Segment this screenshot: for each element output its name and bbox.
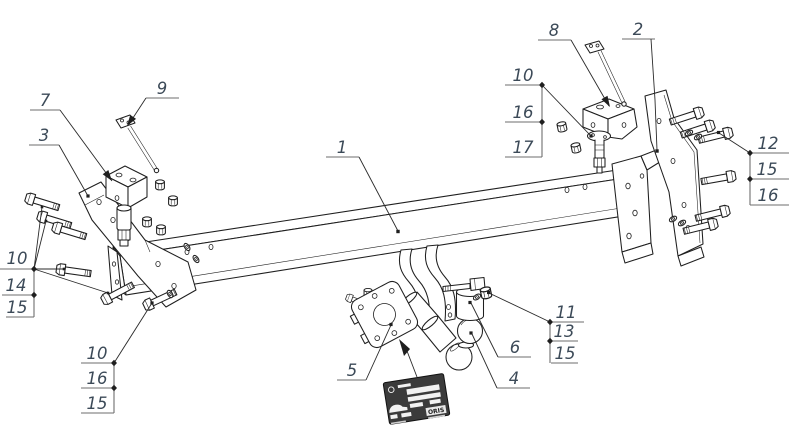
hex-nut <box>556 120 568 134</box>
callout-16-tr: 16 <box>513 103 534 122</box>
callout-11-rm: 11 <box>556 303 577 322</box>
callout-underlines <box>0 38 789 414</box>
flange-plate-5 <box>349 280 419 349</box>
callout-6: 6 <box>510 338 521 357</box>
hex-nut <box>142 216 152 228</box>
callout-16-bl: 16 <box>87 369 108 388</box>
callout-1: 1 <box>337 138 348 157</box>
callout-3: 3 <box>39 126 50 145</box>
leader-markers <box>31 81 753 392</box>
callout-5: 5 <box>347 361 358 380</box>
center-ball-assembly: ORIS <box>344 244 493 425</box>
drawing-layer: ORIS <box>23 40 737 425</box>
callout-7: 7 <box>40 91 51 110</box>
leader-lines <box>33 38 751 389</box>
callout-14-left: 14 <box>6 276 27 295</box>
callout-13-rm: 13 <box>554 322 575 341</box>
stabilizer-rod-8 <box>584 40 627 107</box>
type-plate-sticker: ORIS <box>382 373 451 425</box>
beam-end-plate <box>611 148 664 264</box>
hex-nut <box>156 224 166 236</box>
sticker-arrowhead <box>399 339 410 356</box>
sticker-car-icon <box>389 404 408 413</box>
top-bracket-7 <box>105 165 148 209</box>
callout-15-fr: 15 <box>757 160 778 179</box>
sticker-brand: ORIS <box>428 407 445 416</box>
hex-bolt <box>55 262 93 280</box>
callout-labels: 7 3 9 1 8 2 10 16 17 12 15 16 10 14 15 1… <box>6 20 779 413</box>
callout-10-left: 10 <box>7 249 28 268</box>
hex-bolt <box>699 169 737 188</box>
hex-nut <box>155 179 165 191</box>
bushing-pin <box>116 204 132 247</box>
hex-nut <box>570 141 582 155</box>
hex-nut <box>168 195 178 207</box>
left-bracket-assembly <box>23 114 201 313</box>
tow-ball-4 <box>456 317 484 345</box>
callout-9: 9 <box>157 79 168 98</box>
callout-4: 4 <box>509 369 520 388</box>
callout-8: 8 <box>549 21 560 40</box>
callout-15-left: 15 <box>7 298 28 317</box>
callout-10-bl: 10 <box>87 344 108 363</box>
callout-2: 2 <box>633 20 644 39</box>
callout-10-tr: 10 <box>513 66 534 85</box>
top-bracket-8 <box>582 98 638 174</box>
crossbar-left-end-plate <box>107 245 123 301</box>
hex-nut <box>479 285 493 301</box>
callout-16-fr: 16 <box>758 186 779 205</box>
right-bracket-assembly <box>556 40 737 267</box>
callout-layer: 7 3 9 1 8 2 10 16 17 12 15 16 10 14 15 1… <box>0 20 789 414</box>
stabilizer-rod-9 <box>115 114 160 174</box>
callout-12-fr: 12 <box>758 134 779 153</box>
callout-15-bl: 15 <box>87 394 108 413</box>
side-bracket-2 <box>644 89 705 267</box>
callout-17-tr: 17 <box>513 138 534 157</box>
hex-bolt <box>23 191 62 214</box>
crossbar <box>112 166 650 296</box>
sticker-logo-icon <box>387 386 395 394</box>
callout-15-rm: 15 <box>555 344 576 363</box>
